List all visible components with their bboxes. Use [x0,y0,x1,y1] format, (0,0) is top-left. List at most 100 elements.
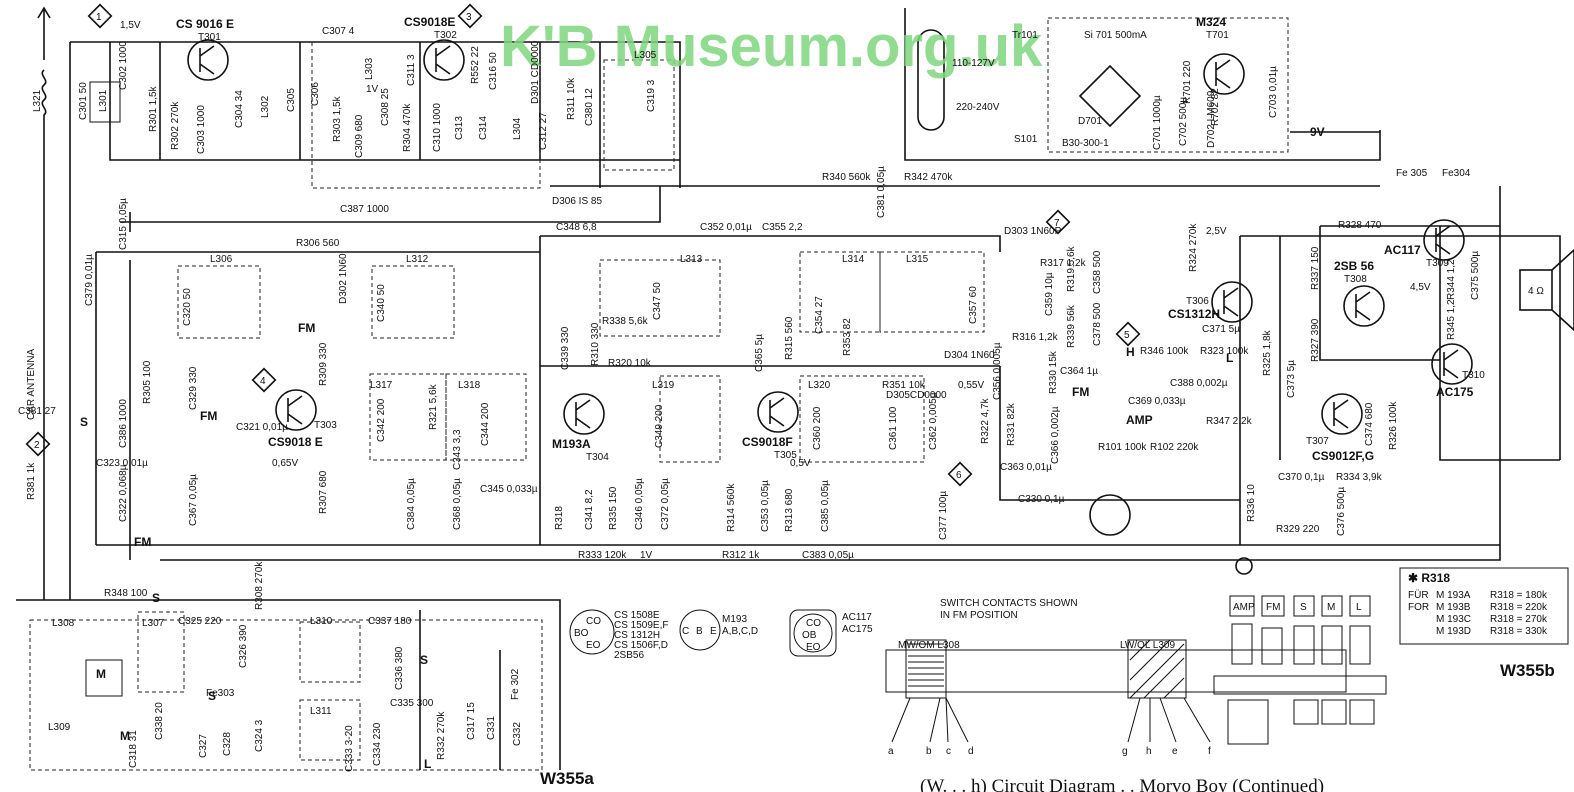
component-label: C326 390 [238,624,249,668]
component-label: C374 680 [1364,402,1375,446]
component-label: C325 220 [178,616,222,627]
hatch-l309 [1129,639,1185,699]
component-label: R316 1,2k [1012,332,1059,343]
component-label: C307 4 [322,26,355,37]
component-label: L305 [634,50,657,61]
component-label: C364 1µ [1060,366,1098,377]
component-label: C355 2,2 [762,222,803,233]
component-label: R302 270k [170,101,181,150]
component-label: D303 1N60P [1004,226,1062,237]
component-label: R338 5,6k [602,316,649,327]
component-label: R311 10k [566,77,577,120]
component-label: D302 1N60 [338,253,349,304]
switch-button-label: L [1356,602,1362,613]
component-label: R329 220 [1276,524,1320,535]
pinout-type: CS 1509E,F [614,620,668,631]
pinout-type: CS 1312H [614,630,660,641]
component-label: R301 1,5k [148,85,159,132]
component-label: 220-240V [956,102,1000,113]
component-label: R321 5,6k [428,383,439,430]
component-label: R345 1,2 [1446,299,1457,340]
switch-pos-label: S [208,689,216,703]
component-label: C348 6,8 [556,222,597,233]
component-label: C316 50 [488,52,499,90]
tap-label: a [888,746,894,757]
component-label: R313 680 [784,488,795,532]
component-label: C361 100 [888,406,899,450]
component-label: L319 [652,380,675,391]
component-label: R353 82 [842,318,853,356]
component-label: C383 0,05µ [802,550,854,561]
component-label: C381 27 [18,406,56,417]
component-label: C366 0,002µ [1050,406,1061,464]
component-label: R102 220k [1150,442,1199,453]
component-label: R326 100k [1388,401,1399,450]
transistor-t303-symbol [275,389,317,431]
component-label: D306 IS 85 [552,196,602,207]
component-label: C302 1000 [118,41,129,90]
transistor-labels: CS 9016 E T301 CS9018E T302 CS9018 E T30… [176,15,1485,463]
component-label: C359 10µ [1044,272,1055,316]
component-label: C308 25 [380,88,391,126]
switch-pos-label: M [120,729,130,743]
component-label: R317 1,2k [1040,258,1087,269]
r318-table: ✱ R318 FÜR M 193A R318 = 180k FOR M 193B… [1408,571,1548,637]
voltage-label: 4,5V [1410,282,1431,293]
transistor-t306-symbol [1211,281,1253,323]
voltage-label: 0,5V [790,458,811,469]
component-label: C320 50 [182,288,193,326]
component-label: C304 34 [234,90,245,128]
node-label: 2 [34,440,40,451]
component-label: C314 [478,116,489,140]
component-label: C358 500 [1092,250,1103,294]
component-label: D702 LM609 [1206,90,1217,148]
transistor-type: CS9018 E [268,435,323,449]
component-label: R351 10k [882,380,926,391]
component-label: R346 100k [1140,346,1189,357]
component-label: C379 0,01µ [84,254,95,306]
transistor-t304-symbol [563,393,605,435]
transistor-t305-symbol [757,391,799,433]
coil-taps: a b c d g h e f [888,746,1211,757]
switch-pos-label: M [96,667,106,681]
component-label: C331 [486,716,497,740]
component-label: C311 3 [406,54,417,86]
component-label: L304 [512,117,523,140]
component-label: L320 [808,380,831,391]
node-label: 5 [1124,330,1130,341]
component-label: C353 0,05µ [760,480,771,532]
r318-row-value: R318 = 330k [1490,626,1548,637]
component-label: C305 [286,88,297,112]
component-label: R307 680 [318,470,329,514]
pinout-diagram-1: CO BO EO CS 1508E CS 1509E,F CS 1312H CS… [574,610,668,661]
switch-pos-label: FM [298,321,315,335]
component-label: R306 560 [296,238,340,249]
component-label: C323 0,01µ [96,458,148,469]
r318-table-title: ✱ R318 [1408,571,1450,585]
component-label: R315 560 [784,316,795,360]
component-label: C315 0,05µ [118,198,129,250]
component-label: R308 270k [254,561,265,610]
switch-pos-label: FM [1072,385,1089,399]
component-label: R552 22 [470,46,481,84]
transistor-type: CS9018E [404,15,455,29]
component-label: C318 31 [128,730,139,768]
tap-label: d [968,746,974,757]
pinout-type: M193 [722,614,747,625]
component-label: R336 10 [1246,484,1257,522]
transistor-ref: T304 [586,452,609,463]
component-label: C381 0,05µ [876,166,887,218]
pin-label: EO [806,642,821,653]
transistor-type: M324 [1196,15,1226,29]
transistor-ref: T310 [1462,370,1485,381]
component-label: R381 1k [26,462,37,500]
component-label: R304 470k [402,103,413,152]
tap-label: b [926,746,932,757]
transistor-type: CS 9016 E [176,17,234,31]
sheet-label-right: W355b [1500,661,1555,680]
transistor-t302-symbol [423,39,465,81]
component-label: C377 100µ [938,491,949,540]
component-label: R340 560k [822,172,871,183]
switch-button-label: FM [1266,602,1280,613]
pin-label: CO [806,618,821,629]
